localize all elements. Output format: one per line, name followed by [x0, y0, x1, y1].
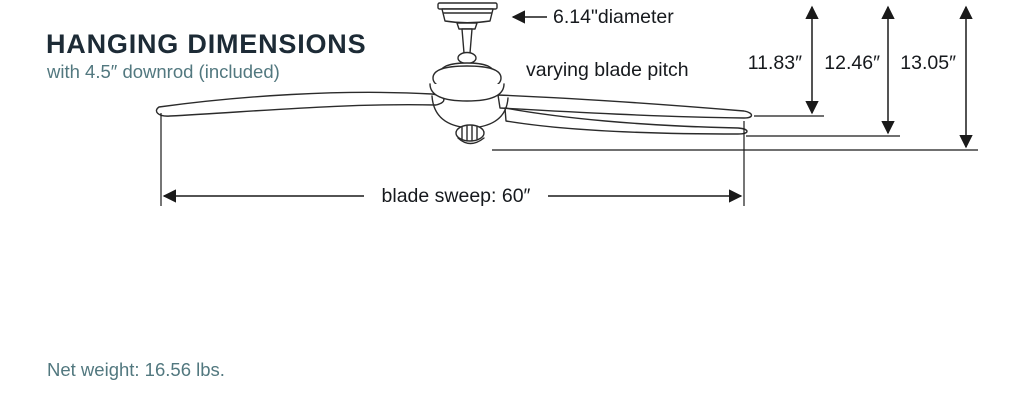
- fan-blade-right: [497, 94, 753, 119]
- page-title: HANGING DIMENSIONS: [46, 29, 367, 59]
- downrod-subtitle: with 4.5″ downrod (included): [47, 61, 280, 82]
- height-label-2: 12.46″: [824, 52, 880, 74]
- canopy-diameter-label: 6.14"diameter: [553, 6, 674, 28]
- fan-canopy: [437, 2, 498, 30]
- blade-sweep-label: blade sweep: 60″: [381, 185, 531, 207]
- dimension-lines: [160, 5, 978, 206]
- fan-blade-front: [504, 107, 748, 135]
- net-weight-label: Net weight: 16.56 lbs.: [47, 359, 225, 380]
- blade-pitch-label: varying blade pitch: [526, 59, 689, 81]
- fan-motor: [429, 62, 509, 145]
- height-label-1: 11.83″: [747, 52, 802, 74]
- ceiling-fan-drawing: [155, 2, 753, 145]
- fan-downrod: [457, 28, 477, 65]
- fan-blade-left: [155, 91, 445, 117]
- height-label-3: 13.05″: [900, 52, 956, 74]
